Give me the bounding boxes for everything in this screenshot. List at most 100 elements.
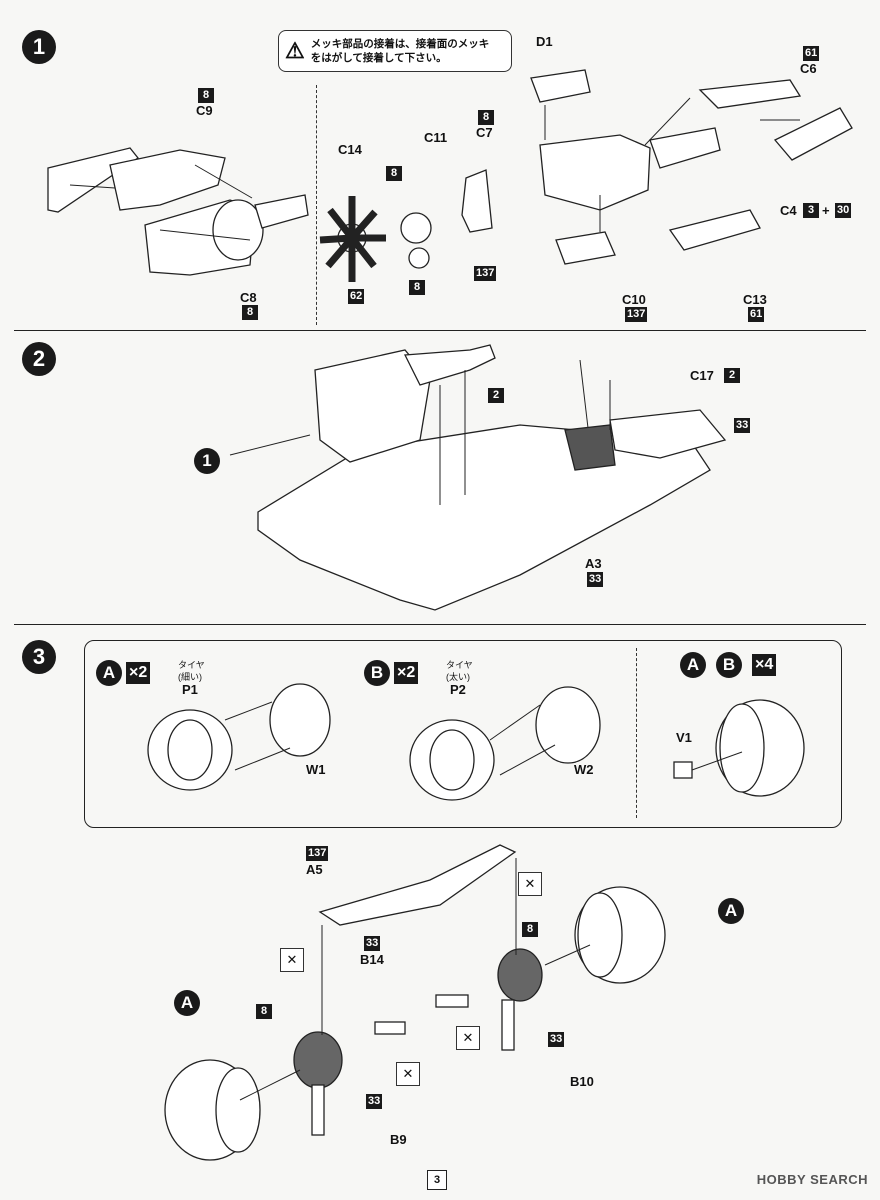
bolt-right-shape: [435, 994, 469, 1008]
jp-thick: (太い): [446, 672, 470, 682]
paint-c4-a: 3: [803, 203, 819, 218]
paint-c8: 8: [242, 305, 258, 320]
assembled-wheel-face-shape: [719, 703, 765, 793]
engine-block-shape: [539, 134, 651, 211]
c4-filter-shape: [773, 107, 853, 161]
paint-a5: 137: [306, 846, 329, 861]
paint-fan: 62: [348, 289, 365, 304]
c10-pan-shape: [555, 231, 616, 265]
no-glue-icon-2: ✕: [280, 948, 304, 972]
step-2-badge: 2: [22, 342, 56, 376]
a5-arm-shape: [318, 844, 517, 926]
part-w1: W1: [306, 762, 326, 777]
wheel-ref-a-right: A: [718, 898, 744, 924]
tire-p1-inner-shape: [167, 719, 213, 781]
no-glue-icon-3: ✕: [456, 1026, 480, 1050]
c9-housing-shape: [109, 149, 226, 211]
warning-icon: ⚠: [285, 38, 305, 63]
paint-pump: 8: [409, 280, 425, 295]
spring-b10-shape: [501, 999, 515, 1051]
paint-c11: 8: [386, 166, 402, 181]
part-b9: B9: [390, 1132, 407, 1147]
ref-paint-2: 2: [488, 388, 504, 403]
plus-sign: +: [822, 203, 830, 218]
paint-pulley: 137: [474, 266, 497, 281]
part-a5: A5: [306, 862, 323, 877]
engine-assembly-shape: [314, 349, 431, 463]
step-1-badge: 1: [22, 30, 56, 64]
ref-step-1: 1: [194, 448, 220, 474]
part-b14: B14: [360, 952, 384, 967]
hub-right-shape: [497, 948, 543, 1002]
c8-bell-shape: [212, 199, 264, 261]
mark-a-tire: A: [96, 660, 122, 686]
no-glue-icon-4: ✕: [396, 1062, 420, 1086]
divider-1: [14, 330, 866, 331]
transmission-shape: [403, 344, 496, 386]
pulley-shape: [408, 247, 430, 269]
spring-b9-shape: [311, 1084, 325, 1136]
part-c17: C17: [690, 368, 714, 383]
mark-a-hub: A: [680, 652, 706, 678]
part-w2: W2: [574, 762, 594, 777]
dashed-divider-1: [316, 85, 317, 325]
part-c4: C4: [780, 203, 797, 218]
mark-b-tire: B: [364, 660, 390, 686]
tire-p2-inner-shape: [429, 729, 475, 791]
qty-b: ×2: [394, 662, 419, 684]
d1-cover-shape: [530, 69, 591, 103]
paint-spring-left: 33: [366, 1094, 383, 1109]
jp-tire-a: タイヤ: [178, 660, 205, 670]
chassis-shape: [257, 424, 711, 611]
step-3-badge: 3: [22, 640, 56, 674]
tire-left-face-shape: [215, 1067, 261, 1153]
rear-axle-shape: [564, 424, 616, 471]
part-c6: C6: [800, 61, 817, 76]
no-glue-icon-1: ✕: [518, 872, 542, 896]
divider-2: [14, 624, 866, 625]
bolt-left-shape: [374, 1021, 406, 1035]
part-c14: C14: [338, 142, 362, 157]
qty-hub: ×4: [752, 654, 777, 676]
watermark: HOBBY SEARCH: [756, 1172, 868, 1187]
part-c9: C9: [196, 103, 213, 118]
tire-right-face-shape: [577, 892, 623, 978]
c13-header-shape: [668, 209, 761, 251]
paint-knuckle-left: 8: [256, 1004, 272, 1019]
paint-c9: 8: [198, 88, 214, 103]
mark-b-hub: B: [716, 652, 742, 678]
hub-left-shape: [293, 1031, 343, 1089]
paint-a3: 33: [587, 572, 604, 587]
page-number: 3: [427, 1170, 447, 1190]
paint-c10: 137: [625, 307, 648, 322]
paint-b14: 33: [364, 936, 381, 951]
notice-text: メッキ部品の接着は、接着面のメッキをはがして接着して下さい。: [310, 38, 490, 64]
wheel-w1-shape: [269, 683, 331, 757]
wheel-ref-a-left: A: [174, 990, 200, 1016]
jp-thin: (細い): [178, 672, 202, 682]
paint-c4-b: 30: [835, 203, 852, 218]
c7-bracket-shape: [461, 169, 493, 233]
trans-tail-shape: [649, 127, 721, 169]
part-v1: V1: [676, 730, 692, 745]
part-c8: C8: [240, 290, 257, 305]
c8-tail-shape: [254, 194, 309, 229]
plating-notice: ⚠ メッキ部品の接着は、接着面のメッキをはがして接着して下さい。: [278, 30, 512, 72]
part-d1: D1: [536, 34, 553, 49]
wheel-w2-shape: [535, 686, 601, 764]
pump-shape: [400, 212, 432, 244]
c6-manifold-shape: [698, 79, 802, 109]
paint-c6: 61: [803, 46, 820, 61]
paint-c7: 8: [478, 110, 494, 125]
paint-knuckle-right: 8: [522, 922, 538, 937]
part-c7: C7: [476, 125, 493, 140]
paint-tank: 33: [734, 418, 751, 433]
dashed-divider-2: [636, 648, 637, 818]
fuel-tank-shape: [609, 409, 727, 459]
part-a3: A3: [585, 556, 602, 571]
part-p1: P1: [182, 682, 198, 697]
part-c10: C10: [622, 292, 646, 307]
jp-tire-b: タイヤ: [446, 660, 473, 670]
paint-spring-right: 33: [548, 1032, 565, 1047]
